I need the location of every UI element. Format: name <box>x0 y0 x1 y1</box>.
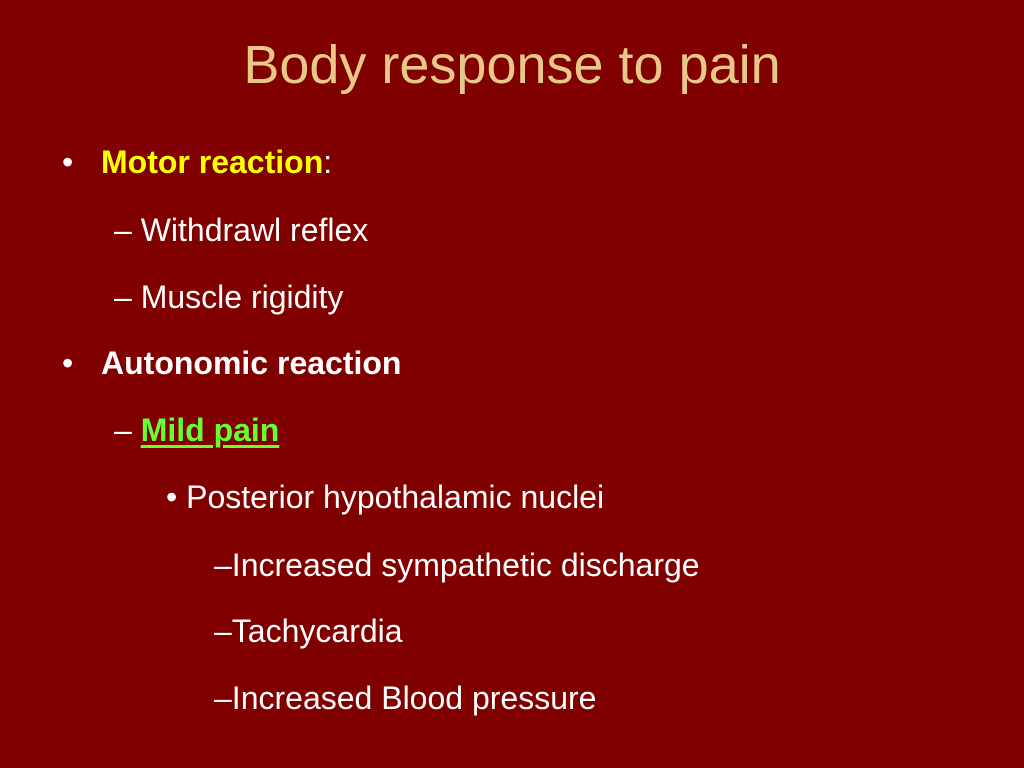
mild-pain-label: Mild pain <box>140 412 280 448</box>
level4-tachycardia: –Tachycardia <box>214 611 403 651</box>
bullet-marker: • <box>166 479 178 515</box>
posterior-hypothalamic-text: Posterior hypothalamic nuclei <box>186 479 605 515</box>
dash-marker: – <box>114 279 132 315</box>
dash-marker: – <box>114 212 132 248</box>
subbullet-mild-pain: – Mild pain <box>114 410 279 450</box>
sympathetic-discharge-text: Increased sympathetic discharge <box>231 547 700 583</box>
subsubbullet-posterior-hypothalamic: • Posterior hypothalamic nuclei <box>166 477 604 517</box>
bullet-autonomic-reaction: Autonomic reaction <box>101 345 402 381</box>
tachycardia-text: Tachycardia <box>231 613 403 649</box>
dash-marker: – <box>214 613 232 649</box>
level4-blood-pressure: –Increased Blood pressure <box>214 678 596 718</box>
motor-reaction-label: Motor reaction <box>101 144 324 180</box>
muscle-rigidity-text: Muscle rigidity <box>140 279 344 315</box>
slide-title: Body response to pain <box>243 35 781 95</box>
bullet-marker: • <box>62 144 74 180</box>
withdrawl-reflex-text: Withdrawl reflex <box>140 212 369 248</box>
dash-marker: – <box>214 547 232 583</box>
bullet-motor-reaction: Motor reaction: <box>101 142 332 182</box>
subbullet-withdrawl-reflex: – Withdrawl reflex <box>114 210 368 250</box>
blood-pressure-text: Increased Blood pressure <box>231 680 597 716</box>
motor-reaction-colon: : <box>323 144 333 180</box>
dash-marker: – <box>114 412 132 448</box>
level4-sympathetic-discharge: –Increased sympathetic discharge <box>214 545 700 585</box>
dash-marker: – <box>214 680 232 716</box>
subbullet-muscle-rigidity: – Muscle rigidity <box>114 277 343 317</box>
bullet-marker: • <box>62 345 74 381</box>
